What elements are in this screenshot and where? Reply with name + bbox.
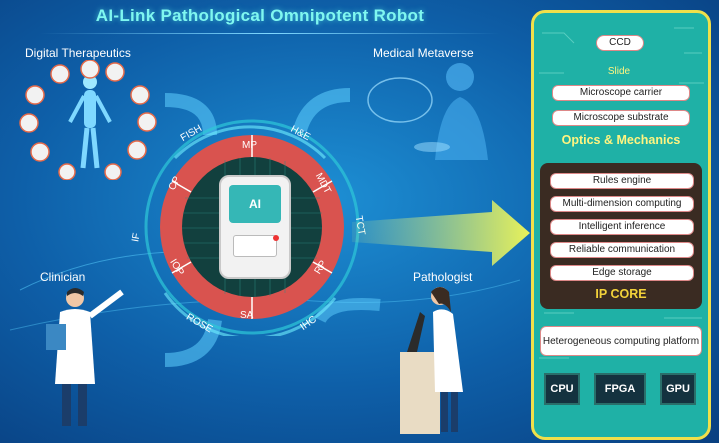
body-figure-icon xyxy=(68,75,112,169)
doctor-hologram-body xyxy=(435,97,488,160)
intestine-icon xyxy=(130,85,150,105)
ccd-box: CCD xyxy=(596,35,644,51)
cpu-chip: CPU xyxy=(544,373,580,405)
optics-mechanics-title: Optics & Mechanics xyxy=(561,133,681,147)
arrow-bottom-right xyxy=(314,298,381,324)
robot-device: AI xyxy=(219,175,291,279)
outer-label-if: IF xyxy=(130,232,143,243)
circuit-traces xyxy=(539,27,704,359)
slide-label: Slide xyxy=(607,66,631,77)
device-screen: AI xyxy=(229,185,281,223)
clipboard-icon xyxy=(46,324,66,350)
stomach-icon xyxy=(50,64,70,84)
microscope-icon xyxy=(407,312,425,352)
organ-ring xyxy=(19,60,157,180)
colon-icon xyxy=(137,112,157,132)
clinician-figure xyxy=(46,288,124,426)
fpga-chip: FPGA xyxy=(594,373,646,405)
pathologist-figure xyxy=(400,287,463,434)
ip-core-title: IP CORE xyxy=(595,287,647,301)
microscope-substrate-box: Microscope substrate xyxy=(552,110,690,126)
label-pathologist: Pathologist xyxy=(413,270,473,284)
ip-core-block: Rules engine Multi-dimension computing I… xyxy=(540,163,702,309)
brain-hologram-icon xyxy=(367,77,433,123)
lab-bench xyxy=(400,352,440,434)
gpu-chip: GPU xyxy=(660,373,696,405)
device-ai-badge: AI xyxy=(249,197,261,211)
core-item-communication: Reliable communication xyxy=(550,242,694,258)
segment-sa: SA xyxy=(240,310,254,321)
label-digital-therapeutics: Digital Therapeutics xyxy=(25,46,131,60)
eye-icon xyxy=(19,113,39,133)
heterogeneous-platform-box: Heterogeneous computing platform xyxy=(540,326,702,356)
heart-icon xyxy=(105,62,125,82)
joint-icon xyxy=(104,163,122,180)
device-slot xyxy=(233,235,277,257)
arrow-to-panel xyxy=(352,200,530,266)
label-medical-metaverse: Medical Metaverse xyxy=(373,46,474,60)
arrow-top-right xyxy=(293,88,351,133)
label-clinician: Clinician xyxy=(40,270,86,284)
core-item-edge-storage: Edge storage xyxy=(550,265,694,281)
architecture-panel: CCD Slide Microscope carrier Microscope … xyxy=(531,10,711,440)
doctor-hologram-head xyxy=(446,63,474,91)
device-indicator-light xyxy=(273,235,279,241)
core-item-inference: Intelligent inference xyxy=(550,219,694,235)
lips-icon xyxy=(58,163,76,180)
lungs-icon xyxy=(25,85,45,105)
uterus-icon xyxy=(30,142,50,162)
microscope-carrier-box: Microscope carrier xyxy=(552,85,690,101)
metaverse-hologram xyxy=(367,63,488,160)
brain-icon xyxy=(80,60,100,79)
diagram-title: AI-Link Pathological Omnipotent Robot xyxy=(95,6,425,25)
liver-icon xyxy=(127,140,147,160)
core-item-rules-engine: Rules engine xyxy=(550,173,694,189)
segment-mp: MP xyxy=(242,140,257,151)
core-item-multi-dimension: Multi-dimension computing xyxy=(550,196,694,212)
title-underline xyxy=(40,33,500,34)
